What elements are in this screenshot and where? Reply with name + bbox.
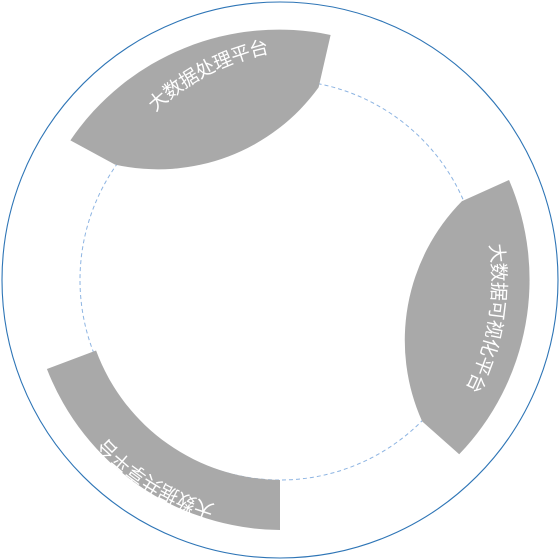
segment-band-data-processing (70, 29, 331, 170)
segment-band-data-sharing (46, 350, 280, 530)
segment-band-data-visualization (404, 180, 530, 455)
